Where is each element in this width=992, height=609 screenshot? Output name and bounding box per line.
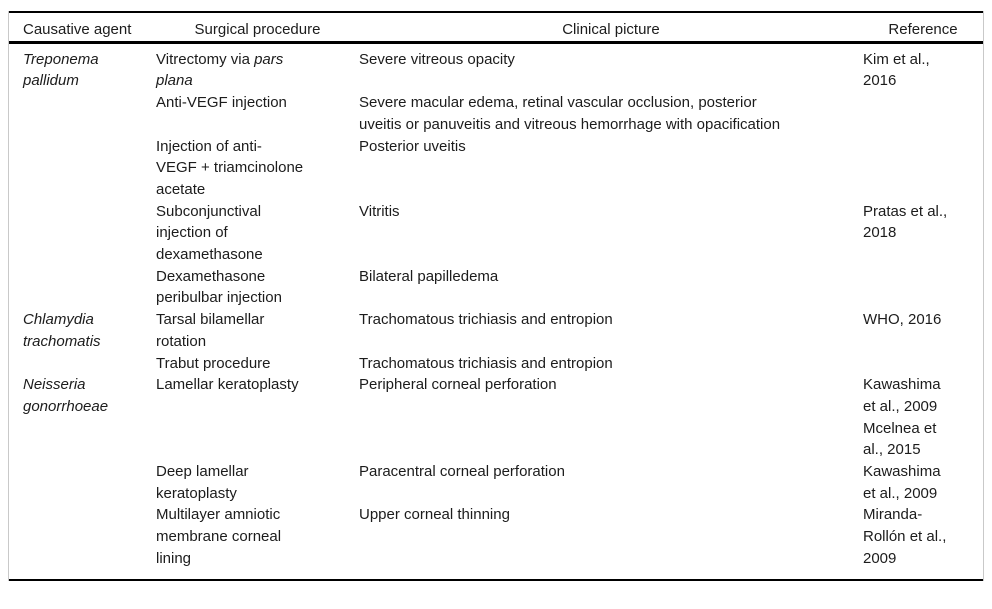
surgical-procedure-cell: Dexamethasone peribulbar injection [156, 266, 359, 309]
table-header: Causative agent Surgical procedure Clini… [9, 12, 983, 44]
procedure-text: Anti-VEGF injection [156, 94, 287, 112]
causative-agent-cell: Neisseria gonorrhoeae [23, 376, 109, 415]
table-row: Multilayer amniotic membrane corneal lin… [9, 504, 983, 579]
clinical-picture-cell: Bilateral papilledema [359, 267, 499, 285]
causative-agent-cell: Treponema pallidum [23, 50, 99, 90]
reference-cell: Pratas et al., 2018 [863, 201, 983, 266]
procedure-text: Lamellar keratoplasty [156, 376, 299, 394]
surgical-procedure-cell: Vitrectomy via pars plana [156, 42, 359, 92]
reference-entry: Miranda-Rollón et al., 2009 [863, 506, 947, 567]
table-row: Treponema pallidum Vitrectomy via pars pl… [9, 42, 983, 92]
table-row: Trabut procedure Trachomatous trichiasis … [9, 353, 983, 375]
reference-entry: Kawashima et al., 2009 [863, 376, 941, 415]
surgical-procedure-cell: Deep lamellar keratoplasty [156, 461, 359, 504]
reference-cell: Kawashima et al., 2009 [863, 461, 983, 504]
table-frame: Causative agent Surgical procedure Clini… [8, 11, 984, 581]
surgical-procedure-cell: Multilayer amniotic membrane corneal lin… [156, 504, 359, 579]
surgical-procedure-cell: Injection of anti-VEGF + triamcinolone a… [156, 136, 359, 201]
clinical-picture-cell: Paracentral corneal perforation [359, 463, 565, 481]
causative-agent-cell: Chlamydia trachomatis [23, 311, 101, 350]
clinical-picture-cell: Posterior uveitis [359, 137, 466, 155]
reference-cell [863, 353, 983, 375]
table-row: Neisseria gonorrhoeae Lamellar keratoplas… [9, 374, 983, 461]
reference-cell: Miranda-Rollón et al., 2009 [863, 504, 983, 579]
surgical-procedure-cell: Anti-VEGF injection [156, 92, 359, 135]
reference-entry: Kawashima et al., 2009 [863, 463, 941, 502]
procedure-text-italic: pars plana [156, 50, 284, 90]
procedure-text: Subconjunctival injection of dexamethaso… [156, 202, 263, 264]
procedure-text: Trabut procedure [156, 354, 271, 372]
procedure-text: Dexamethasone peribulbar injection [156, 267, 282, 307]
surgical-procedure-cell: Lamellar keratoplasty [156, 374, 359, 461]
table-row: Anti-VEGF injection Severe macular edema,… [9, 92, 983, 135]
reference-cell [863, 92, 983, 135]
clinical-table: Causative agent Surgical procedure Clini… [9, 11, 983, 581]
procedure-text: Multilayer amniotic membrane corneal lin… [156, 506, 282, 567]
clinical-picture-cell: Upper corneal thinning [359, 506, 510, 524]
col-header-reference: Reference [863, 12, 983, 44]
col-header-causative-agent: Causative agent [9, 12, 156, 44]
clinical-picture-cell: Severe macular edema, retinal vascular o… [359, 94, 781, 133]
table-row: Injection of anti-VEGF + triamcinolone a… [9, 136, 983, 201]
reference-entry: WHO, 2016 [863, 311, 942, 329]
procedure-text: Deep lamellar keratoplasty [156, 463, 249, 502]
reference-cell: Kim et al., 2016 [863, 42, 983, 92]
procedure-text: Injection of anti-VEGF + triamcinolone a… [156, 137, 304, 198]
clinical-picture-cell: Severe vitreous opacity [359, 50, 515, 68]
reference-cell: WHO, 2016 [863, 309, 983, 352]
procedure-text: Vitrectomy via [156, 50, 255, 68]
col-header-clinical-picture: Clinical picture [359, 12, 863, 44]
table-row: Dexamethasone peribulbar injection Bilate… [9, 266, 983, 309]
table-row: Subconjunctival injection of dexamethaso… [9, 201, 983, 266]
surgical-procedure-cell: Trabut procedure [156, 353, 359, 375]
procedure-text: Tarsal bilamellar rotation [156, 311, 265, 350]
reference-entry: Pratas et al., 2018 [863, 202, 948, 242]
clinical-picture-cell: Vitritis [359, 202, 400, 220]
reference-cell [863, 136, 983, 201]
table-body: Treponema pallidum Vitrectomy via pars pl… [9, 42, 983, 579]
reference-entry: Mcelnea et al., 2015 [863, 419, 937, 459]
clinical-picture-cell: Trachomatous trichiasis and entropion [359, 354, 613, 372]
table-header-row: Causative agent Surgical procedure Clini… [9, 12, 983, 44]
reference-cell [863, 266, 983, 309]
surgical-procedure-cell: Tarsal bilamellar rotation [156, 309, 359, 352]
clinical-picture-cell: Trachomatous trichiasis and entropion [359, 311, 613, 329]
col-header-surgical-procedure: Surgical procedure [156, 12, 359, 44]
table-row: Chlamydia trachomatis Tarsal bilamellar r… [9, 309, 983, 352]
reference-entry: Kim et al., 2016 [863, 50, 930, 90]
table-row: Deep lamellar keratoplasty Paracentral co… [9, 461, 983, 504]
clinical-picture-cell: Peripheral corneal perforation [359, 376, 557, 394]
surgical-procedure-cell: Subconjunctival injection of dexamethaso… [156, 201, 359, 266]
